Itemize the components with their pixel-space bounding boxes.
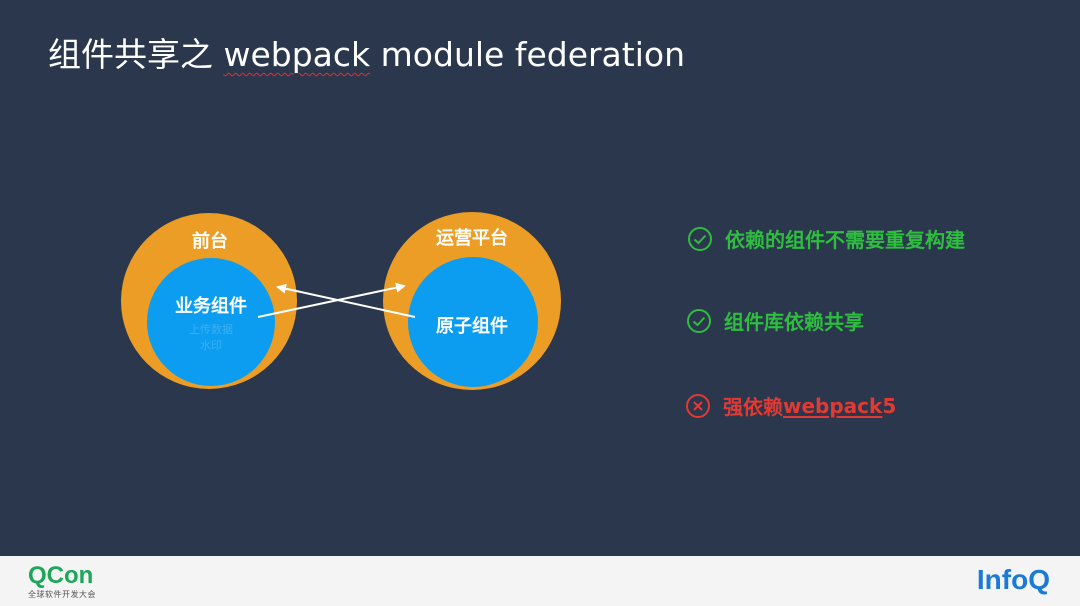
bullet-no-rebuild: 依赖的组件不需要重复构建 bbox=[687, 224, 965, 253]
atomic-component-label: 原子组件 bbox=[436, 316, 508, 337]
qcon-logo: QCon bbox=[28, 562, 94, 589]
bullet-webpack5-prefix: 强依赖 bbox=[723, 395, 783, 419]
bullet-shared-deps: 组件库依赖共享 bbox=[686, 306, 864, 335]
bullet-webpack5: 强依赖 webpack 5 bbox=[685, 391, 896, 420]
arrow-to-business bbox=[276, 283, 416, 318]
infoq-logo: InfoQ bbox=[976, 564, 1050, 595]
business-component-label: 业务组件 bbox=[175, 296, 247, 317]
crossing-arrows bbox=[257, 282, 416, 318]
title-prefix: 组件共享之 bbox=[48, 35, 224, 74]
faint-text-line2: 水印 bbox=[200, 339, 222, 352]
frontend-label: 前台 bbox=[192, 231, 228, 252]
slide: 组件共享之 webpack module federation 前台 业务组件 … bbox=[0, 0, 1080, 556]
atomic-inner-circle bbox=[408, 257, 538, 387]
footer: QCon 全球软件开发大会 InfoQ bbox=[0, 556, 1080, 606]
slide-title: 组件共享之 webpack module federation bbox=[48, 28, 685, 76]
arrow-to-atomic bbox=[257, 282, 406, 318]
qcon-tagline: 全球软件开发大会 bbox=[28, 590, 96, 599]
bullet-webpack5-underlined: webpack bbox=[783, 393, 883, 418]
bullet-no-rebuild-text: 依赖的组件不需要重复构建 bbox=[725, 228, 965, 252]
check-circle-icon bbox=[688, 226, 712, 251]
ops-platform-label: 运营平台 bbox=[436, 228, 508, 249]
title-suffix: module federation bbox=[370, 35, 685, 74]
faint-text-line1: 上传数据 bbox=[189, 323, 233, 336]
business-inner-circle bbox=[147, 258, 275, 386]
bullet-shared-deps-text: 组件库依赖共享 bbox=[724, 310, 864, 334]
title-webpack: webpack bbox=[223, 35, 371, 74]
check-circle-icon bbox=[687, 308, 711, 333]
bullet-webpack5-suffix: 5 bbox=[882, 393, 897, 418]
cross-circle-icon bbox=[686, 393, 710, 418]
